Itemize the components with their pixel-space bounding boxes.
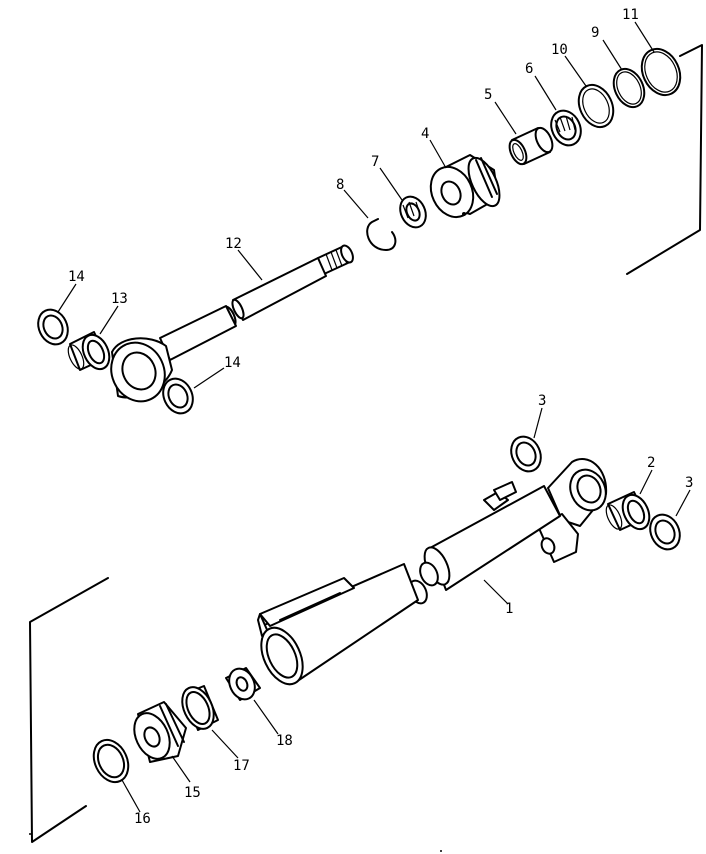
part-15-piston bbox=[133, 701, 187, 763]
part-3-seal-right bbox=[649, 513, 681, 551]
part-10-ring bbox=[577, 83, 615, 129]
callout-9: 9 bbox=[591, 25, 599, 41]
part-5-bushing bbox=[508, 126, 554, 166]
callout-labels: 11 9 10 6 5 4 7 8 12 14 13 14 3 2 3 1 18… bbox=[68, 7, 693, 827]
part-12-piston-rod bbox=[110, 244, 354, 403]
callout-7: 7 bbox=[371, 154, 379, 170]
part-7-nut bbox=[399, 195, 427, 229]
part-1-cylinder bbox=[257, 458, 608, 686]
callout-17: 17 bbox=[233, 758, 250, 774]
part-3-seal-upper bbox=[510, 435, 542, 473]
callout-15: 15 bbox=[184, 785, 201, 801]
part-13-bushing bbox=[67, 331, 111, 371]
callout-12: 12 bbox=[225, 236, 242, 252]
callout-2: 2 bbox=[647, 455, 655, 471]
part-2-bushing bbox=[605, 491, 651, 531]
callout-5: 5 bbox=[484, 87, 492, 103]
callout-11: 11 bbox=[622, 7, 639, 23]
callout-14-left: 14 bbox=[68, 269, 85, 285]
callout-18: 18 bbox=[276, 733, 293, 749]
callout-4: 4 bbox=[421, 126, 429, 142]
part-16-seal bbox=[92, 738, 130, 784]
part-4-piston bbox=[429, 154, 501, 219]
callout-14-lower: 14 bbox=[224, 355, 241, 371]
scan-specks bbox=[29, 833, 442, 852]
part-8-snap-ring bbox=[366, 218, 397, 251]
part-17-bushing bbox=[181, 685, 219, 731]
callout-3-right: 3 bbox=[685, 475, 693, 491]
part-11-ring bbox=[640, 47, 682, 97]
part-18-nut bbox=[225, 667, 261, 701]
callout-10: 10 bbox=[551, 42, 568, 58]
callout-16: 16 bbox=[134, 811, 151, 827]
callout-6: 6 bbox=[525, 61, 533, 77]
callout-1: 1 bbox=[505, 601, 513, 617]
part-14-seal-left bbox=[37, 308, 69, 346]
leader-lines bbox=[57, 21, 691, 813]
assembly-bracket-lower bbox=[29, 577, 109, 843]
part-6-packing bbox=[550, 109, 582, 147]
callout-8: 8 bbox=[336, 177, 344, 193]
callout-3-upper: 3 bbox=[538, 393, 546, 409]
callout-13: 13 bbox=[111, 291, 128, 307]
part-14-seal-lower bbox=[162, 377, 194, 415]
part-9-ring bbox=[612, 67, 646, 109]
assembly-bracket-upper bbox=[626, 44, 703, 275]
